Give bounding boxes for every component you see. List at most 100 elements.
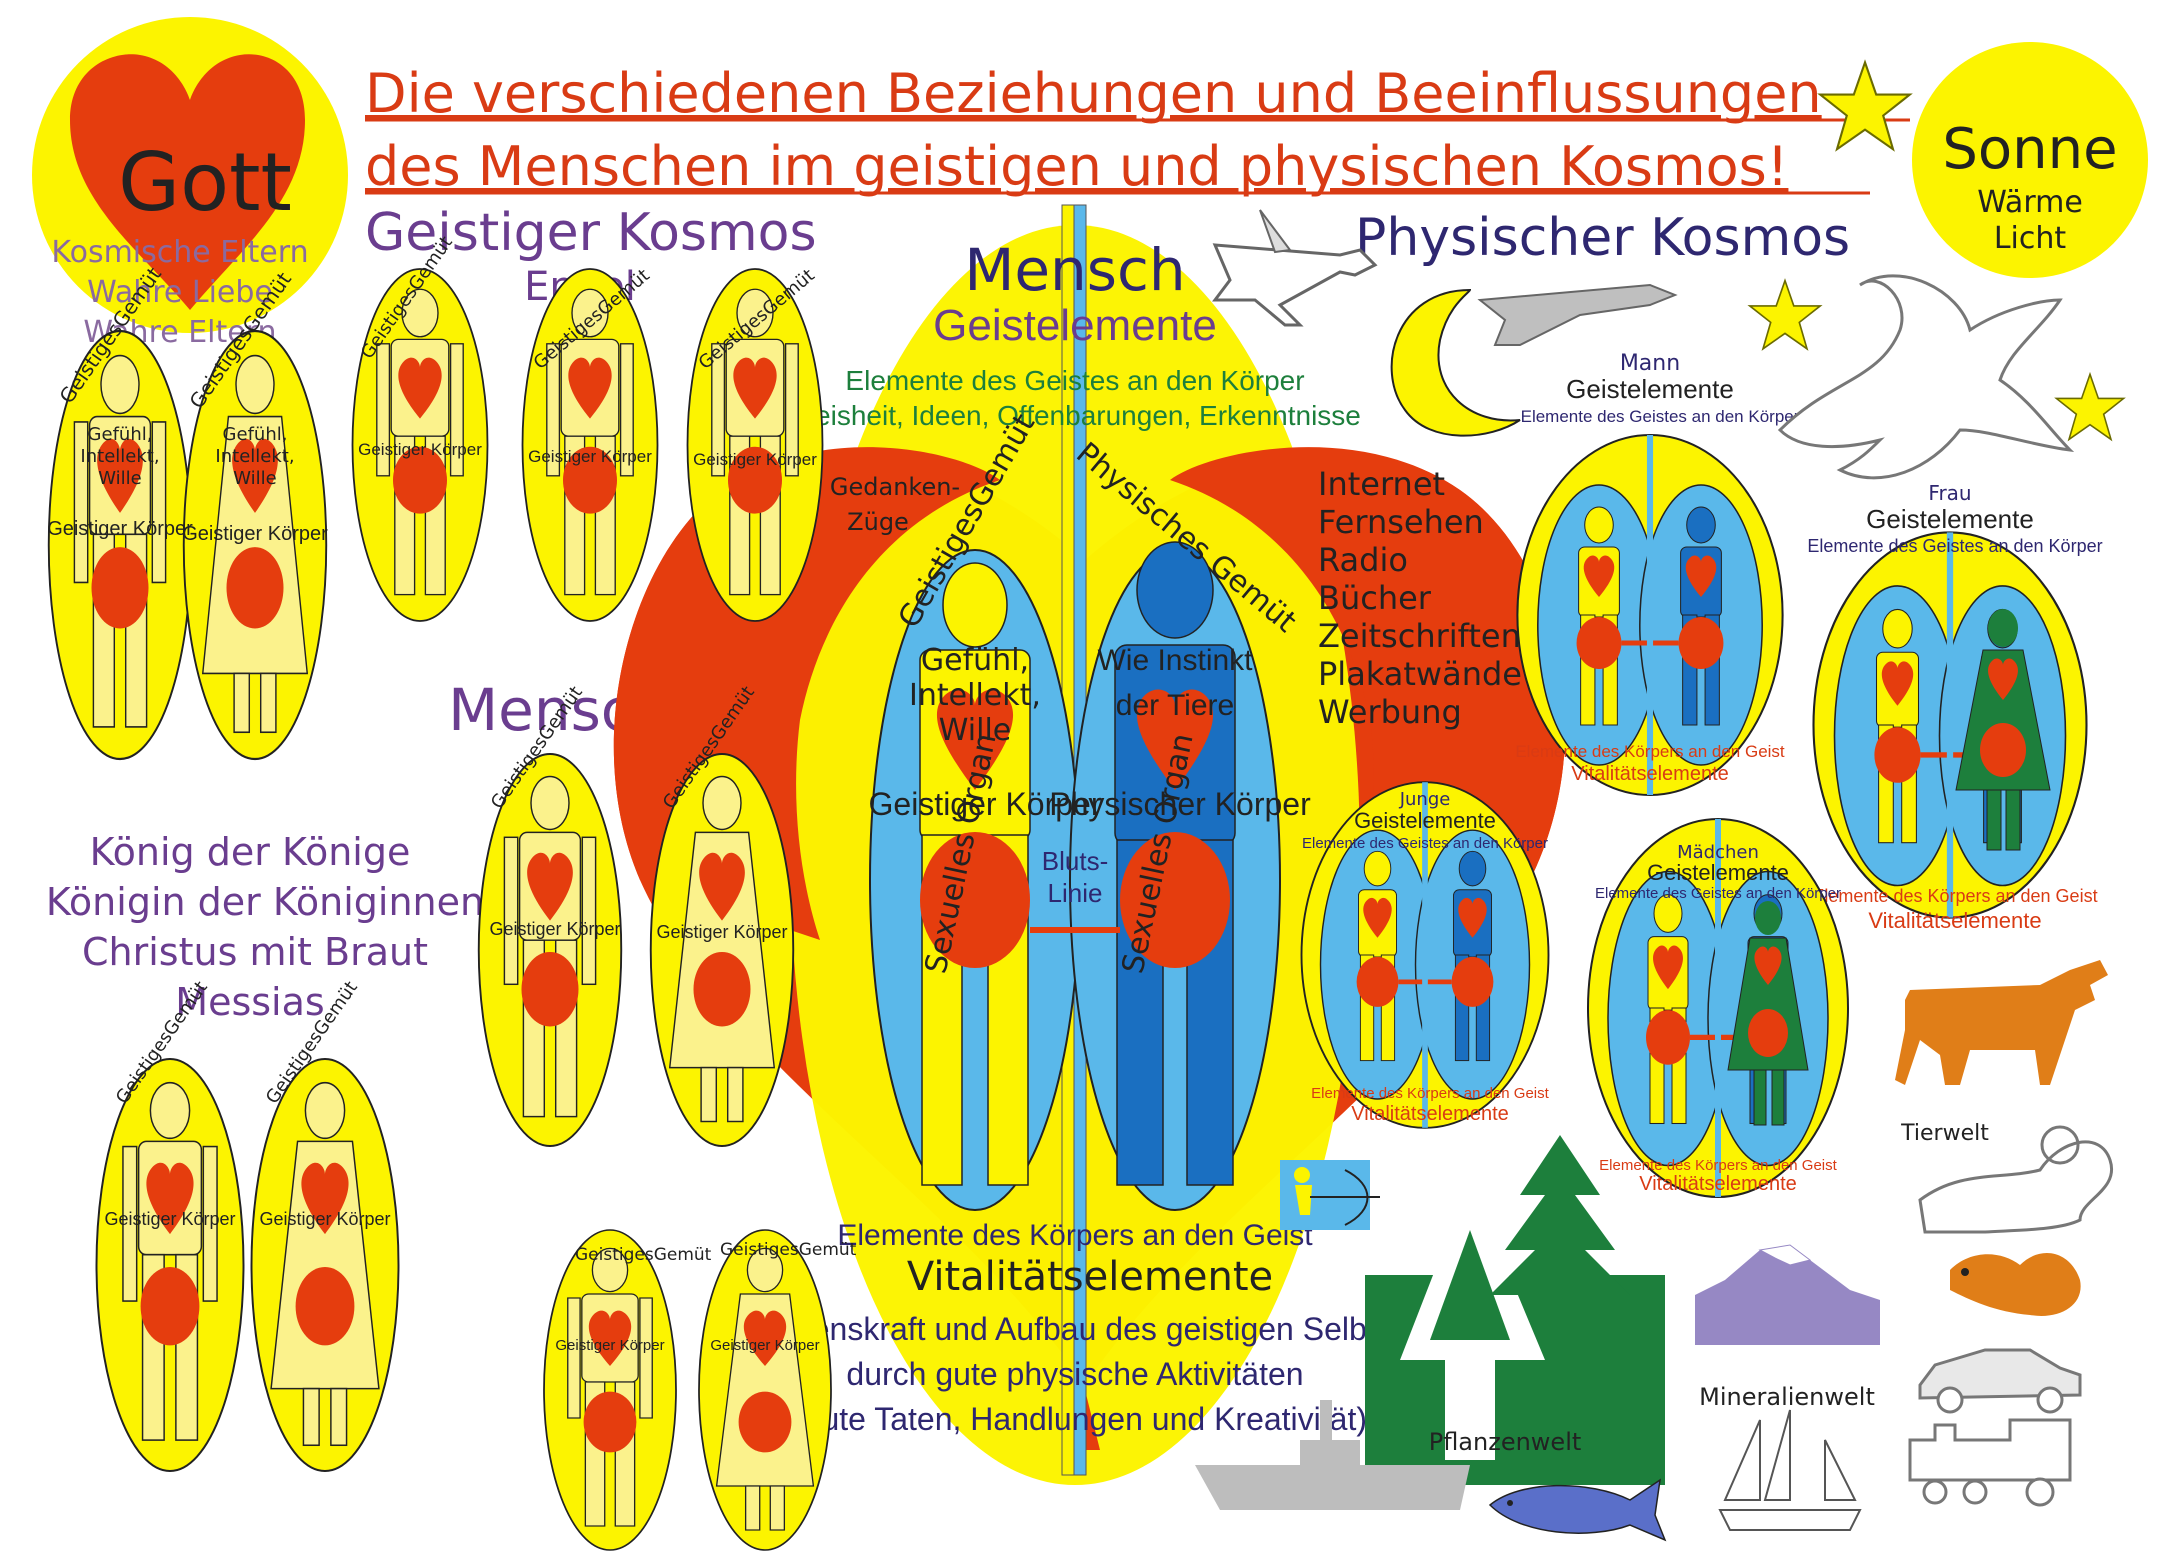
center-instinkt1: Wie Instinkt [1097,644,1253,677]
label-spirit-body-4: Geistiger Körper [528,447,652,466]
heading-geistiger-kosmos: Geistiger Kosmos [365,203,817,263]
bull-icon [1895,960,2108,1085]
couple-maedchen-elem-koerper: Elemente des Körpers an den Geist [1599,1157,1837,1174]
space-shuttle-icon [1477,283,1678,346]
couple-frau-title: Frau [1928,481,1971,505]
label-spirit-body-1: Geistiger Körper [47,518,193,540]
center-wille: Wille [939,713,1011,748]
couple-frau-geistelemente: Geistelemente [1866,504,2034,534]
label-spirit-body-3: Geistiger Körper [358,440,482,459]
couple-mann-elem-geist: Elemente des Geistes an den Körper [1521,407,1800,426]
couple-maedchen-geistelemente: Geistelemente [1647,860,1789,885]
god-sub1: Kosmische Eltern [51,235,308,270]
star-icon [2055,373,2125,441]
warship-icon [1195,1400,1470,1510]
center-bluts: Bluts- [1042,846,1108,876]
airplane-icon [1212,209,1378,327]
sun-circle [1912,42,2148,278]
label-spirit-body-8: Geistiger Körper [104,1209,235,1229]
couple-mann-geistelemente: Geistelemente [1566,374,1734,404]
ram-icon [1918,1125,2114,1234]
media-item-2: Radio [1318,541,1408,579]
moon-icon [1390,288,1521,437]
couple-mann-vitalitaet: Vitalitätselemente [1571,763,1729,785]
dove-icon [1777,274,2075,480]
media-item-4: Zeitschriften [1318,617,1521,655]
label-feeling-1: Gefühl, [88,424,153,445]
train-icon [1908,1418,2072,1507]
center-taten: (gute Taten, Handlungen und Kreativität) [793,1401,1367,1437]
label-mind-11: GeistigesGemüt [720,1240,857,1260]
center-geistelemente: Geistelemente [933,301,1217,350]
center-zuege: Züge [847,508,909,536]
animal-world-label: Tierwelt [1900,1121,1989,1146]
media-item-0: Internet [1318,465,1445,503]
couple-maedchen-elem-geist: Elemente des Geistes an den Körper [1595,885,1841,902]
center-elem-line1: Elemente des Geistes an den Körper [845,365,1304,396]
label-spirit-body-9: Geistiger Körper [259,1209,390,1229]
label-mind-10: GeistigesGemüt [575,1245,712,1265]
couple-junge-elem-koerper: Elemente des Körpers an den Geist [1311,1085,1549,1102]
label-spirit-body-5: Geistiger Körper [693,450,817,469]
central-spirit-figure [869,549,1081,1211]
archer-icon [1280,1160,1380,1230]
couple-mann-elem-koerper: Elemente des Körpers an den Geist [1515,742,1785,761]
heading-physischer-kosmos: Physischer Kosmos [1355,208,1850,268]
star-icon [1748,279,1822,350]
god-circle [32,17,348,333]
plant-world-icon [1365,1135,1665,1485]
couple-frau-elem-koerper: Elemente des Körpers an den Geist [1812,886,2097,906]
title-line1: Die verschiedenen Beziehungen und Beeinf… [365,62,1822,125]
label-intellect-1: Intellekt, [80,446,159,467]
messias-line2: Königin der Königinnen [46,880,484,924]
center-vitalitaet: Vitalitätselemente [907,1254,1273,1300]
couple-maedchen-title: Mädchen [1677,842,1759,863]
messias-line4: Messias [175,980,324,1024]
chipmunk-icon [1950,1253,2081,1316]
figure-group-children [543,1229,832,1551]
center-geistiger-koerper: Geistiger Körper [869,786,1102,822]
label-spirit-body-11: Geistiger Körper [710,1337,819,1354]
couple-maedchen-vitalitaet: Vitalitätselemente [1639,1173,1797,1195]
media-item-5: Plakatwände [1318,655,1522,693]
media-item-3: Bücher [1318,579,1432,617]
god-label: Gott [118,136,292,229]
car-icon [1918,1348,2082,1414]
couple-mann [1517,435,1782,795]
label-spirit-body-2: Geistiger Körper [182,523,328,545]
sun-sub2: Licht [1994,221,2067,256]
label-will-2: Wille [233,468,276,489]
couple-frau-vitalitaet: Vitalitätselemente [1868,908,2041,933]
center-mensch: Mensch [964,236,1185,304]
center-koerper-geist: Elemente des Körpers an den Geist [837,1219,1313,1252]
fish-icon [1488,1478,1667,1542]
god-heart-icon [70,54,305,311]
label-will-1: Wille [98,468,141,489]
center-durch: durch gute physische Aktivitäten [846,1356,1303,1392]
label-spirit-body-10: Geistiger Körper [555,1337,664,1354]
couple-frau-elem-geist: Elemente des Geistes an den Körper [1807,536,2102,556]
messias-line3: Christus mit Braut [82,930,428,974]
sun-sub1: Wärme [1977,185,2083,220]
mineral-world-icon [1695,1244,1880,1345]
center-instinkt2: der Tiere [1116,689,1234,722]
plant-world-label: Pflanzenwelt [1429,1428,1582,1456]
couple-junge-vitalitaet: Vitalitätselemente [1351,1103,1509,1125]
label-intellect-2: Intellekt, [215,446,294,467]
center-gedanken: Gedanken- [830,473,960,501]
media-item-6: Werbung [1318,693,1462,731]
couple-junge-title: Junge [1399,789,1451,810]
sun-label: Sonne [1942,117,2117,182]
star-icon [1819,61,1911,151]
center-linie: Linie [1048,878,1103,908]
center-physischer-koerper: Physischer Körper [1049,786,1311,822]
figure-group-messias [95,1057,400,1473]
mineral-world-label: Mineralienwelt [1699,1383,1875,1411]
center-intellekt: Intellekt, [909,678,1041,713]
title-line2: des Menschen im geistigen und physischen… [365,135,1788,198]
messias-line1: König der Könige [90,830,411,874]
label-spirit-body-6: Geistiger Körper [489,919,620,939]
central-body-figure [1069,541,1281,1211]
god-sub2: Wahre Liebe [87,275,273,310]
